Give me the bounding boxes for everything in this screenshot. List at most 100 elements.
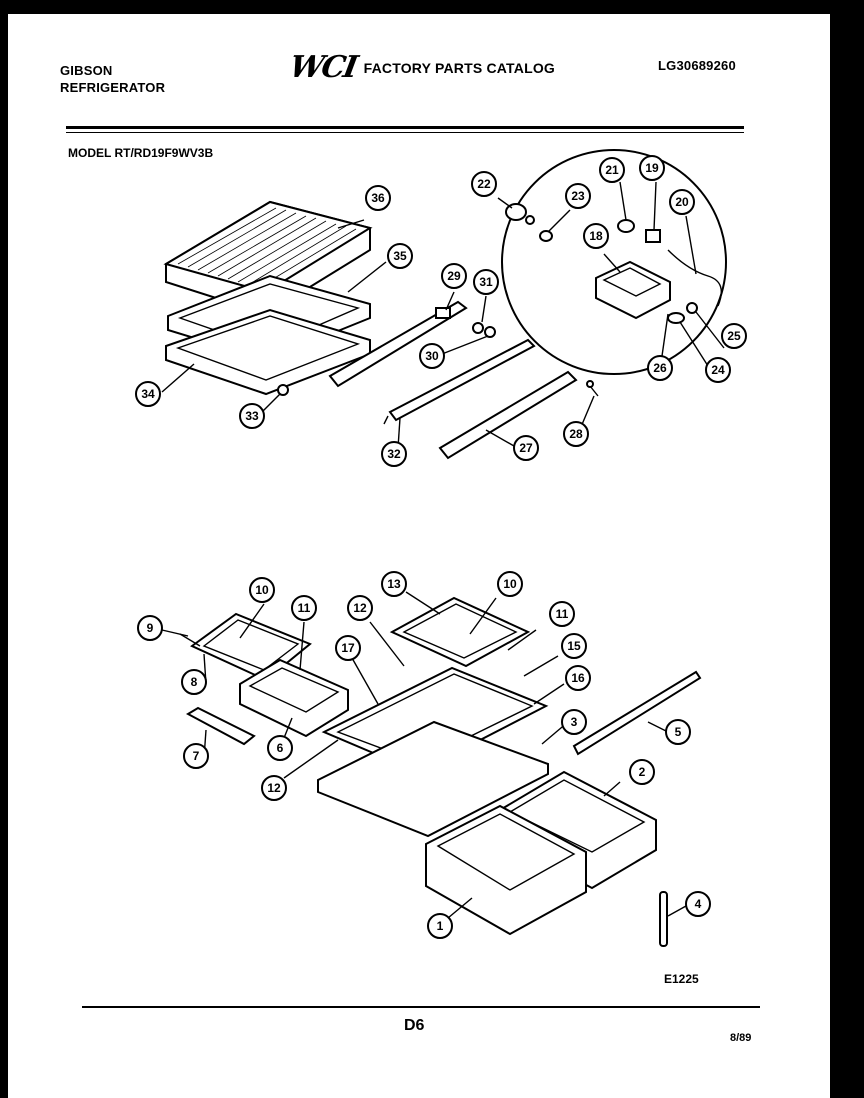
- callout-12-bottom: 12: [261, 775, 287, 801]
- callout-29: 29: [441, 263, 467, 289]
- svg-text:11: 11: [298, 601, 311, 615]
- callout-2: 2: [629, 759, 655, 785]
- part-10-right-shelf: [389, 596, 531, 668]
- callout-10-left: 10: [249, 577, 275, 603]
- part-22-bulb: [505, 203, 535, 225]
- svg-text:34: 34: [141, 387, 155, 401]
- header-rule-thick: [66, 126, 744, 129]
- exploded-parts-diagram: 36 35 34 33 29 31 30 32 27 28 22 23 21 1…: [135, 149, 747, 947]
- svg-text:31: 31: [479, 275, 493, 289]
- callout-23: 23: [565, 183, 591, 209]
- part-31-screw: [472, 322, 484, 334]
- svg-text:25: 25: [727, 329, 741, 343]
- detail-circle: [501, 149, 727, 375]
- part-6-meat-drawer: [239, 658, 349, 738]
- diagram-code: E1225: [664, 972, 699, 986]
- callout-35: 35: [387, 243, 413, 269]
- svg-text:36: 36: [371, 191, 385, 205]
- svg-text:30: 30: [425, 349, 439, 363]
- svg-text:12: 12: [267, 781, 281, 795]
- callout-34: 34: [135, 381, 161, 407]
- page-code: D6: [404, 1017, 425, 1034]
- catalog-title: FACTORY PARTS CATALOG: [363, 59, 555, 76]
- part-23-socket: [539, 230, 553, 242]
- svg-text:7: 7: [193, 749, 200, 763]
- date-code: 8/89: [730, 1032, 752, 1044]
- part-19-switch: [645, 229, 661, 243]
- part-30-washer: [484, 326, 496, 338]
- callout-17: 17: [335, 635, 361, 661]
- svg-text:11: 11: [556, 607, 569, 621]
- svg-text:29: 29: [447, 269, 461, 283]
- svg-text:3: 3: [571, 715, 578, 729]
- callout-1: 1: [427, 913, 453, 939]
- part-27-rail: [438, 370, 578, 460]
- svg-text:28: 28: [569, 427, 583, 441]
- callouts: 36 35 34 33 29 31 30 32 27 28 22 23 21 1…: [135, 155, 747, 939]
- part-1-crisper-drawer: [425, 804, 587, 936]
- callout-24: 24: [705, 357, 731, 383]
- callout-15: 15: [561, 633, 587, 659]
- svg-text:20: 20: [675, 195, 689, 209]
- svg-text:10: 10: [503, 577, 517, 591]
- svg-text:12: 12: [353, 601, 367, 615]
- callout-20: 20: [669, 189, 695, 215]
- svg-text:13: 13: [387, 577, 401, 591]
- svg-text:16: 16: [571, 671, 585, 685]
- svg-text:24: 24: [711, 363, 725, 377]
- callout-31: 31: [473, 269, 499, 295]
- part-20-wire: [667, 249, 722, 307]
- callout-22: 22: [471, 171, 497, 197]
- callout-32: 32: [381, 441, 407, 467]
- callout-11-left: 11: [291, 595, 317, 621]
- catalog-logo-block: WCI FACTORY PARTS CATALOG: [287, 50, 555, 85]
- svg-text:8: 8: [191, 675, 198, 689]
- part-32-shelf-rail: [383, 338, 536, 425]
- callout-6: 6: [267, 735, 293, 761]
- part-36-shelf-grille: [163, 200, 373, 316]
- callout-19: 19: [639, 155, 665, 181]
- callout-7: 7: [183, 743, 209, 769]
- part-28-screw: [586, 380, 599, 397]
- svg-text:19: 19: [645, 161, 659, 175]
- part-7-trim: [185, 706, 256, 746]
- svg-text:33: 33: [245, 409, 259, 423]
- part-25-clip: [686, 302, 698, 314]
- svg-text:21: 21: [605, 163, 619, 177]
- catalog-page: GIBSON REFRIGERATOR WCI FACTORY PARTS CA…: [8, 14, 830, 1098]
- svg-text:22: 22: [477, 177, 491, 191]
- callout-10-right: 10: [497, 571, 523, 597]
- svg-text:10: 10: [255, 583, 269, 597]
- callout-25: 25: [721, 323, 747, 349]
- callout-33: 33: [239, 403, 265, 429]
- callout-36: 36: [365, 185, 391, 211]
- part-24-bushing: [667, 312, 685, 324]
- svg-text:27: 27: [519, 441, 533, 455]
- svg-text:15: 15: [567, 639, 581, 653]
- part-18-butter-box: [595, 260, 671, 320]
- callout-21: 21: [599, 157, 625, 183]
- catalog-number: LG30689260: [658, 58, 736, 73]
- brand-name: GIBSON: [60, 63, 113, 78]
- leader-lines: [161, 181, 725, 919]
- callout-30: 30: [419, 343, 445, 369]
- part-3-crisper-cover: [317, 720, 549, 838]
- header-rule-thin: [66, 132, 744, 133]
- product-type: REFRIGERATOR: [60, 80, 166, 95]
- svg-text:5: 5: [675, 725, 682, 739]
- svg-text:35: 35: [393, 249, 407, 263]
- callout-11-right: 11: [549, 601, 575, 627]
- callout-8: 8: [181, 669, 207, 695]
- part-33-screw: [277, 384, 289, 396]
- svg-text:4: 4: [695, 897, 702, 911]
- callout-5: 5: [665, 719, 691, 745]
- svg-text:26: 26: [653, 361, 667, 375]
- svg-text:9: 9: [147, 621, 154, 635]
- callout-26: 26: [647, 355, 673, 381]
- callout-27: 27: [513, 435, 539, 461]
- svg-text:23: 23: [571, 189, 585, 203]
- part-4-stud: [659, 891, 668, 947]
- callout-12-top: 12: [347, 595, 373, 621]
- callout-18: 18: [583, 223, 609, 249]
- callout-16: 16: [565, 665, 591, 691]
